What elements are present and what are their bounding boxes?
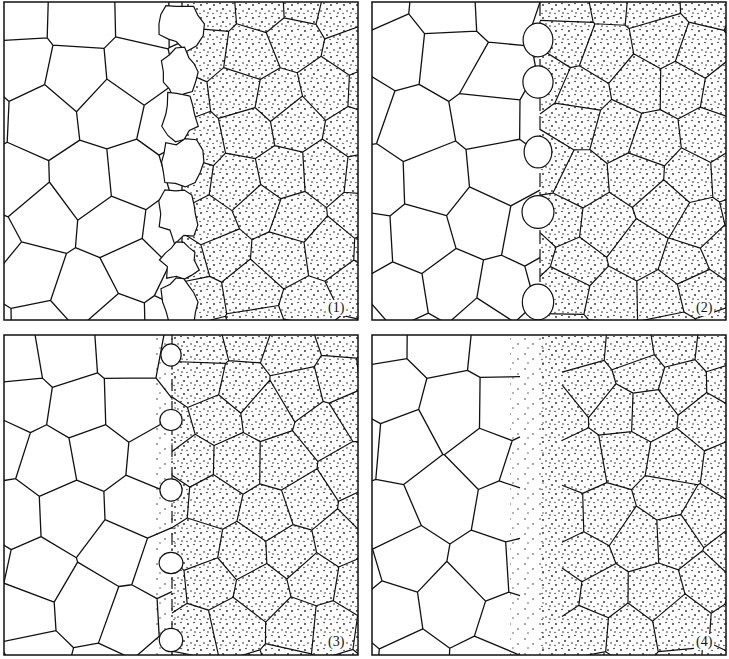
fine-grain-boundaries bbox=[540, 2, 726, 320]
interface-void bbox=[162, 92, 198, 141]
interface-void bbox=[522, 196, 554, 229]
interface-void bbox=[159, 628, 182, 651]
interface-void bbox=[162, 139, 204, 187]
fine-grain-boundaries bbox=[182, 2, 358, 320]
panel-frame bbox=[4, 2, 358, 320]
panel-number: (4) bbox=[694, 634, 714, 650]
panel-number: (3) bbox=[326, 634, 346, 650]
panel-frame bbox=[372, 335, 726, 655]
micrograph-panel bbox=[0, 330, 363, 659]
interface-void bbox=[161, 278, 198, 320]
diffusion-zone bbox=[510, 335, 544, 655]
coarse-grain-boundaries bbox=[4, 335, 172, 655]
panel-frame bbox=[372, 2, 726, 320]
coarse-grain-boundaries bbox=[4, 2, 182, 320]
coarse-grain-boundaries bbox=[372, 2, 540, 320]
interface-void bbox=[522, 284, 553, 320]
interface-void bbox=[160, 479, 182, 501]
interface-void bbox=[161, 344, 181, 366]
interface-void bbox=[524, 136, 552, 168]
coarse-grain-boundaries bbox=[372, 335, 520, 655]
interface-void bbox=[159, 242, 199, 280]
micrograph-panel bbox=[367, 330, 729, 659]
panel-number: (1) bbox=[326, 300, 346, 316]
fine-grain-boundaries bbox=[562, 335, 726, 655]
micrograph-panel bbox=[0, 0, 363, 327]
micrograph-panel bbox=[367, 0, 729, 325]
fine-grain-boundaries bbox=[172, 335, 358, 655]
panel-frame bbox=[4, 335, 358, 655]
interface-void bbox=[159, 6, 204, 52]
interface-void bbox=[523, 66, 553, 98]
interface-void bbox=[161, 47, 198, 101]
interface-void bbox=[159, 552, 183, 573]
interface-void bbox=[523, 23, 553, 57]
interface-void bbox=[160, 409, 182, 430]
panel-number: (2) bbox=[694, 300, 714, 316]
interface-void bbox=[159, 190, 198, 244]
